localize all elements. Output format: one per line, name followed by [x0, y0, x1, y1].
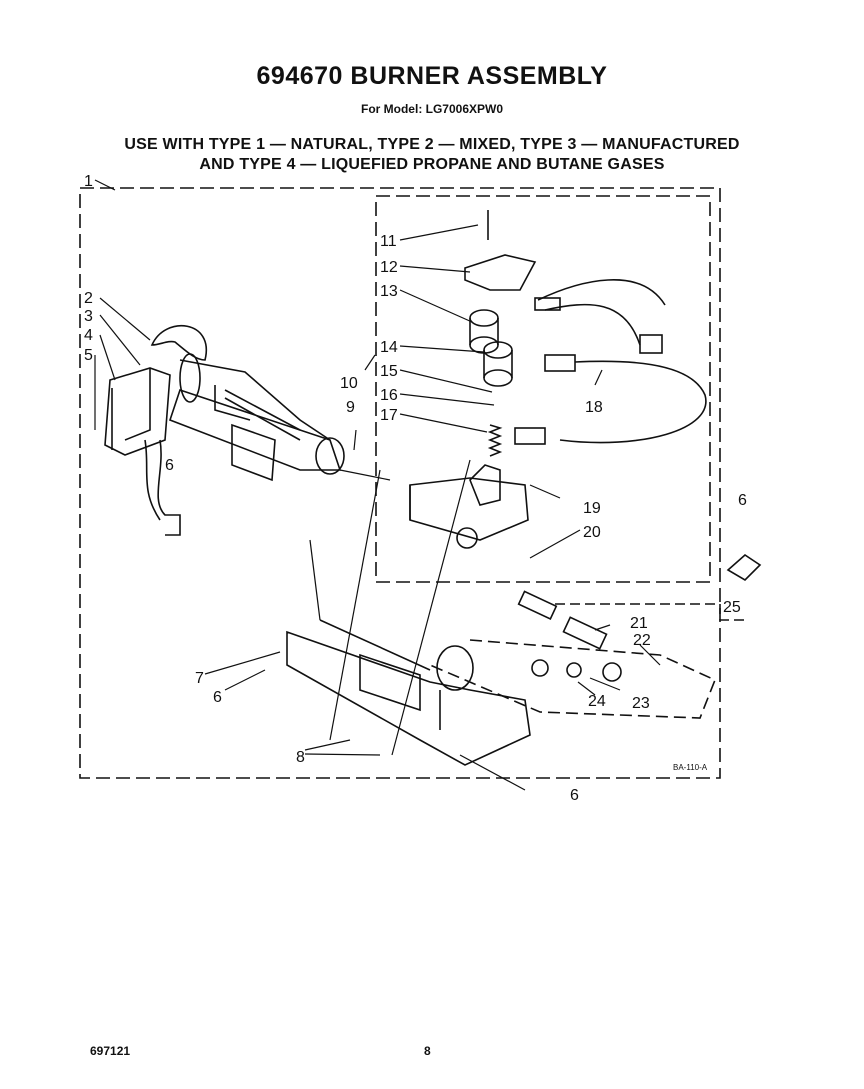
wire-harness-part — [514, 279, 707, 445]
clamp-part — [726, 553, 762, 582]
callout-21: 21 — [630, 615, 648, 632]
callout-19: 19 — [583, 500, 601, 517]
callout-18: 18 — [585, 399, 603, 416]
page-title: 694670 BURNER ASSEMBLY — [256, 62, 608, 90]
callout-6d: 6 — [570, 787, 579, 804]
callout-1: 1 — [84, 173, 93, 190]
callout-2: 2 — [84, 290, 93, 307]
callout-17: 17 — [380, 407, 398, 424]
spring-part — [487, 424, 503, 457]
callout-3: 3 — [84, 308, 93, 325]
orifice-parts — [517, 590, 622, 682]
page-number: 8 — [424, 1044, 431, 1058]
drawing-code: BA-110-A — [673, 763, 708, 772]
assembly-boundary — [79, 187, 721, 779]
callout-12: 12 — [380, 259, 398, 276]
callout-6b: 6 — [738, 492, 747, 509]
flame-spreader-part — [150, 324, 208, 361]
mounting-bracket-part — [286, 619, 531, 766]
callout-6c: 6 — [213, 689, 222, 706]
leader-lines — [94, 179, 661, 791]
orifice-group-boundary — [429, 639, 717, 719]
callout-9: 9 — [346, 399, 355, 416]
gas-valve-part — [409, 464, 529, 549]
callout-11: 11 — [380, 233, 397, 250]
callout-13: 13 — [380, 283, 398, 300]
callout-16: 16 — [380, 387, 398, 404]
callout-15: 15 — [380, 363, 398, 380]
callout-5: 5 — [84, 347, 93, 364]
usage-line-1: USE WITH TYPE 1 — NATURAL, TYPE 2 — MIXE… — [124, 136, 740, 153]
callout-24: 24 — [588, 693, 606, 710]
usage-line-2: AND TYPE 4 — LIQUEFIED PROPANE AND BUTAN… — [199, 156, 665, 173]
callout-labels: 1 2 3 4 5 6 6 6 6 6 7 8 9 10 11 12 13 14… — [84, 173, 747, 804]
valve-subassembly-boundary — [375, 195, 711, 583]
callout-14: 14 — [380, 339, 398, 356]
callout-6a: 6 — [165, 457, 174, 474]
callout-22: 22 — [633, 632, 651, 649]
callout-23: 23 — [632, 695, 650, 712]
document-number: 697121 — [90, 1044, 131, 1058]
bracket-part — [104, 367, 181, 536]
burner-tube-part — [168, 353, 345, 475]
callout-8: 8 — [296, 749, 305, 766]
callout-25: 25 — [723, 599, 741, 616]
solenoid-coil-part — [469, 309, 513, 387]
model-subtitle: For Model: LG7006XPW0 — [360, 102, 504, 116]
igniter-plate-part — [231, 423, 276, 482]
callout-20: 20 — [583, 524, 601, 541]
callout-4: 4 — [84, 327, 93, 344]
callout-7: 7 — [195, 670, 204, 687]
coil-bracket-part — [464, 254, 537, 291]
callout-10: 10 — [340, 375, 358, 392]
